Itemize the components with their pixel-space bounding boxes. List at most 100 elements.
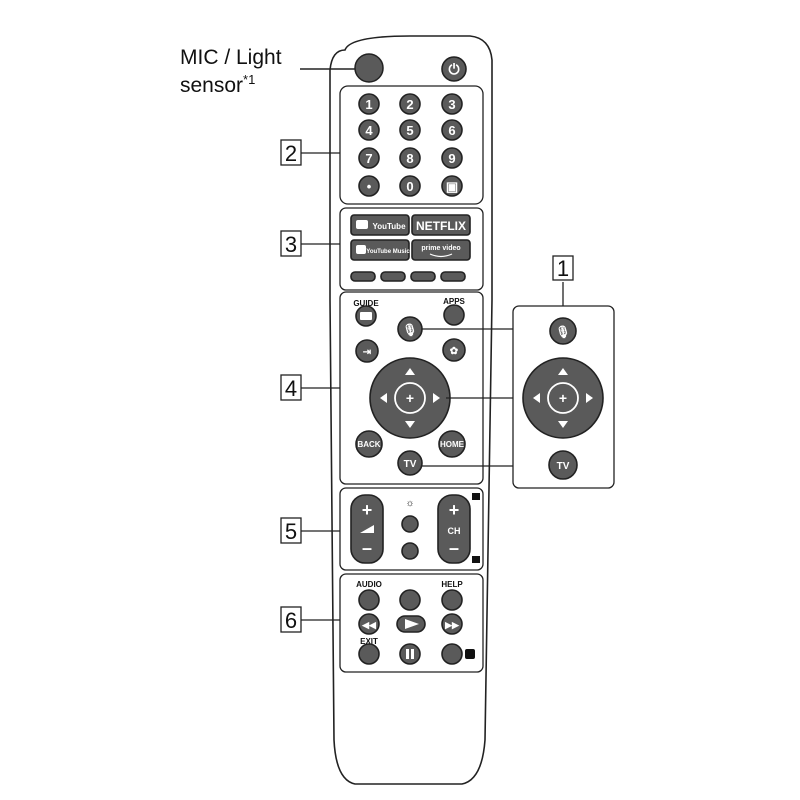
netflix-button[interactable]: NETFLIX xyxy=(411,214,471,236)
dpad[interactable]: + xyxy=(369,357,451,439)
exit-label: EXIT xyxy=(360,637,378,646)
numpad-key[interactable]: • xyxy=(358,175,380,197)
blue-button[interactable] xyxy=(440,271,466,282)
numpad-key[interactable]: 1 xyxy=(358,93,380,115)
volume-rocker[interactable]: + – xyxy=(350,494,384,564)
dpad-right-arrow xyxy=(433,393,440,403)
help-label: HELP xyxy=(441,580,463,589)
numpad-key-label: 8 xyxy=(406,151,413,166)
play-button[interactable] xyxy=(396,615,426,633)
svg-text:–: – xyxy=(362,538,372,558)
light-icon: ☼ xyxy=(405,498,414,509)
section-5-frame xyxy=(339,487,484,571)
power-button[interactable]: ⏻ xyxy=(441,56,467,82)
input-icon: ⇥ xyxy=(363,347,372,358)
yellow-button[interactable] xyxy=(410,271,436,282)
zoom-tv-button: TV xyxy=(548,450,578,480)
youtube-button[interactable]: YouTube xyxy=(350,214,410,236)
section-6-number: 6 xyxy=(285,608,297,633)
mic-callout-superscript: *1 xyxy=(243,72,255,87)
section-2-frame xyxy=(339,85,484,205)
svg-text:YouTube: YouTube xyxy=(372,222,406,231)
subtitle-button[interactable] xyxy=(399,589,421,611)
numpad-key[interactable]: 4 xyxy=(358,119,380,141)
plus-icon: + xyxy=(559,390,567,406)
settings-button[interactable]: ✿ xyxy=(442,338,466,362)
action-menu-button[interactable] xyxy=(441,643,463,665)
apps-button[interactable] xyxy=(443,304,465,326)
numpad-key-label: 0 xyxy=(406,179,413,194)
apps-label: APPS xyxy=(443,297,465,306)
info-icon xyxy=(465,649,475,659)
red-button[interactable] xyxy=(350,271,376,282)
brightness-button[interactable] xyxy=(401,515,419,533)
numpad-key-label: 1 xyxy=(365,97,372,112)
guide-button[interactable] xyxy=(355,305,377,327)
mic-callout-line2: sensor xyxy=(180,74,243,97)
section-2-number: 2 xyxy=(285,141,297,166)
section-4-number: 4 xyxy=(285,376,297,401)
mute-button[interactable] xyxy=(401,542,419,560)
microphone-icon: 🎙 xyxy=(555,325,570,339)
plus-icon: + xyxy=(406,390,414,406)
numpad-key[interactable]: 8 xyxy=(399,147,421,169)
svg-text:+: + xyxy=(362,500,373,520)
rewind-button[interactable]: ◀◀ xyxy=(358,613,380,635)
home-button[interactable]: HOME xyxy=(438,430,466,458)
fast-forward-icon: ▶▶ xyxy=(444,620,460,630)
tv-mode-icon xyxy=(472,556,480,563)
exit-button[interactable] xyxy=(358,643,380,665)
color-buttons xyxy=(350,271,466,282)
audio-label: AUDIO xyxy=(356,580,382,589)
numpad-key[interactable]: 0 xyxy=(399,175,421,197)
section-5-number: 5 xyxy=(285,519,297,544)
numpad-key[interactable]: ▣ xyxy=(441,175,463,197)
mic-button[interactable]: 🎙 xyxy=(397,316,423,342)
numpad-key-label: 9 xyxy=(448,151,455,166)
microphone-icon: 🎙 xyxy=(402,323,417,337)
numpad-key[interactable]: 2 xyxy=(399,93,421,115)
audio-button[interactable] xyxy=(358,589,380,611)
svg-text:NETFLIX: NETFLIX xyxy=(416,219,466,233)
numpad-key[interactable]: 6 xyxy=(441,119,463,141)
numpad-key-label: 2 xyxy=(406,97,413,112)
section-1-number: 1 xyxy=(557,256,569,281)
channel-rocker[interactable]: + CH – xyxy=(437,494,471,564)
power-icon: ⏻ xyxy=(448,61,459,77)
prime-video-button[interactable]: prime video xyxy=(411,239,471,261)
numpad-key-label: 4 xyxy=(365,123,373,138)
section-3-number: 3 xyxy=(285,232,297,257)
numpad-key-label: ▣ xyxy=(446,179,458,194)
svg-text:+: + xyxy=(449,500,460,520)
svg-text:–: – xyxy=(449,538,459,558)
svg-text:HOME: HOME xyxy=(440,440,465,449)
dpad-center-button[interactable] xyxy=(394,382,426,414)
rewind-icon: ◀◀ xyxy=(361,620,377,630)
numpad-key-label: 5 xyxy=(406,123,413,138)
numpad-key[interactable]: 7 xyxy=(358,147,380,169)
numpad-key-label: 6 xyxy=(448,123,455,138)
svg-text:sensor*1: sensor*1 xyxy=(180,72,255,97)
fast-forward-button[interactable]: ▶▶ xyxy=(441,613,463,635)
youtube-music-button[interactable]: YouTube Music xyxy=(350,239,410,261)
tv-button[interactable]: TV xyxy=(397,450,423,476)
green-button[interactable] xyxy=(380,271,406,282)
dpad-down-arrow xyxy=(405,421,415,428)
svg-text:prime video: prime video xyxy=(421,245,460,252)
pause-button[interactable] xyxy=(399,643,421,665)
mic-light-sensor xyxy=(354,53,384,83)
numpad-key[interactable]: 3 xyxy=(441,93,463,115)
numpad-key[interactable]: 5 xyxy=(399,119,421,141)
numpad-key[interactable]: 9 xyxy=(441,147,463,169)
zoom-dpad: + xyxy=(522,357,604,439)
svg-text:CH: CH xyxy=(448,526,461,536)
dpad-up-arrow xyxy=(405,368,415,375)
input-button[interactable]: ⇥ xyxy=(355,339,379,363)
guide-label: GUIDE xyxy=(353,299,379,308)
help-button[interactable] xyxy=(441,589,463,611)
svg-text:YouTube Music: YouTube Music xyxy=(366,249,410,255)
back-button[interactable]: BACK xyxy=(355,430,383,458)
section-3-frame xyxy=(339,207,484,291)
svg-text:TV: TV xyxy=(404,459,417,470)
numpad-key-label: • xyxy=(367,179,372,194)
